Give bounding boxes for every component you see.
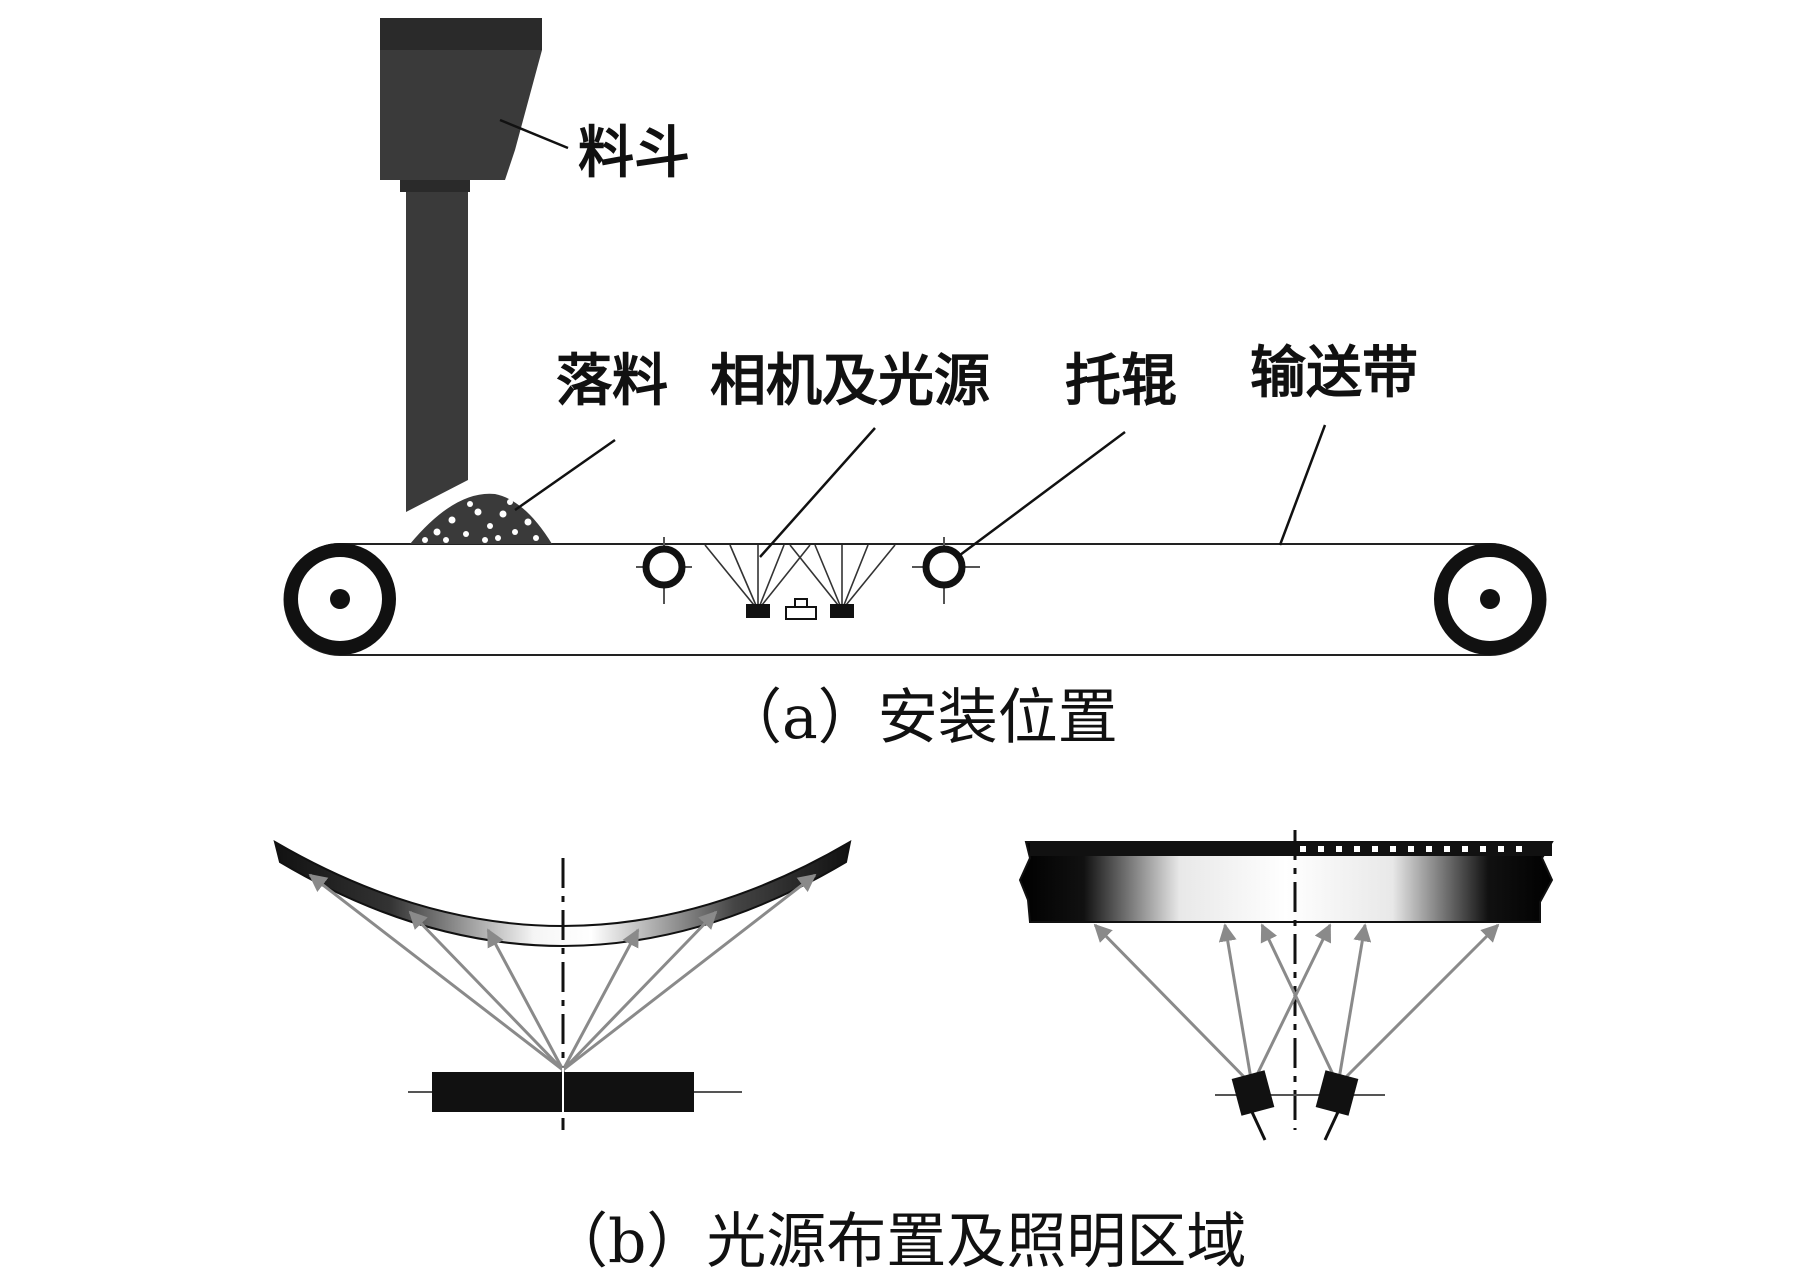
idler-roller-left: [636, 537, 692, 604]
camera: [785, 598, 817, 620]
belt-edge-texture: [1300, 846, 1522, 852]
caption-a: （a）安装位置: [722, 683, 1118, 753]
idler-leader: [959, 430, 1126, 557]
camera-and-light-sources: 相机及光源: [704, 349, 990, 620]
camera-light-label: 相机及光源: [710, 349, 990, 414]
hopper-body: [380, 50, 542, 180]
flat-belt-top-edge: [1030, 842, 1552, 856]
curved-belt-illumination: [273, 839, 852, 1130]
point-light-source-left: [1231, 1070, 1275, 1116]
falling-material-label: 落料: [556, 349, 668, 414]
falling-material-leader: [514, 438, 616, 512]
flat-belt-illumination: [1018, 830, 1554, 1141]
conveyor-belt: [283, 543, 1547, 656]
drive-roller-left: [284, 543, 396, 655]
hopper-label: 料斗: [578, 121, 690, 186]
camera-light-leader: [759, 427, 876, 558]
pile-shape: [410, 493, 552, 544]
pile-particles: [422, 499, 539, 543]
illumination-rays-left: [308, 873, 817, 1072]
hopper: 料斗: [380, 18, 690, 512]
hopper-cap: [380, 18, 542, 50]
caption-b: （b）光源布置及照明区域: [548, 1207, 1246, 1274]
illumination-rays-right: [1093, 923, 1500, 1087]
hopper-neck: [400, 180, 470, 192]
conveyor-belt-leader: [1278, 424, 1327, 546]
point-light-source-right: [1315, 1070, 1359, 1116]
conveyor-belt-label: 输送带: [1250, 341, 1418, 406]
light-source-left: [746, 604, 770, 618]
roller-axle: [330, 589, 350, 609]
drive-roller-right: [1434, 543, 1546, 655]
hopper-leader: [499, 118, 569, 150]
idler-roller-right: 托辊: [912, 349, 1177, 604]
light-beams: [704, 544, 896, 611]
installation-diagram: 料斗: [283, 18, 1547, 753]
light-source-right: [830, 604, 854, 618]
lighting-layout-diagram: （b）光源布置及照明区域: [273, 830, 1554, 1274]
hopper-chute: [406, 192, 468, 512]
idler-label: 托辊: [1065, 349, 1177, 414]
material-pile: 落料: [410, 349, 668, 544]
roller-axle: [1480, 589, 1500, 609]
